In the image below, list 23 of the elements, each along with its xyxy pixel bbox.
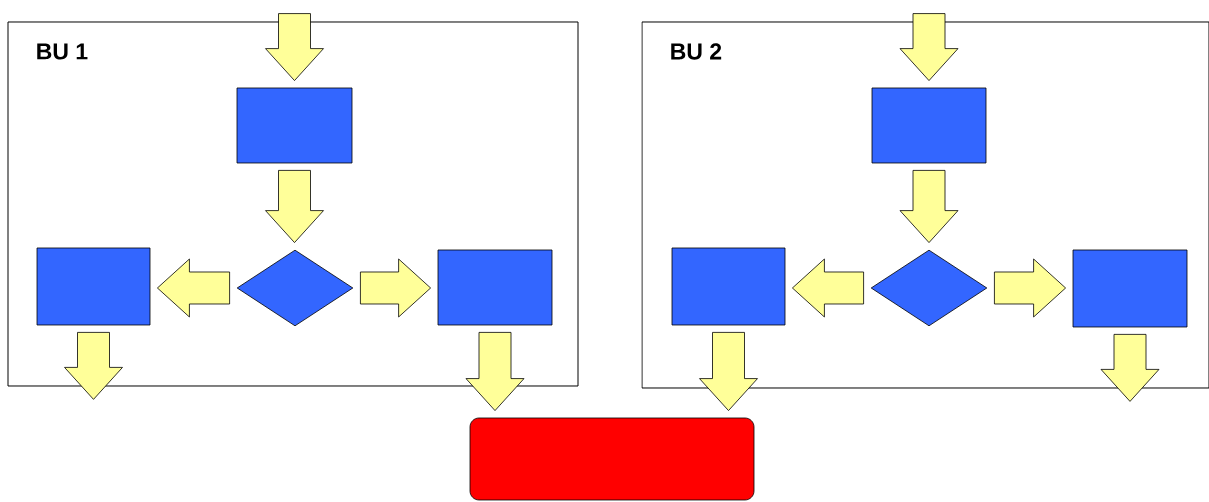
block-arrow: [899, 13, 959, 81]
block-arrow: [792, 258, 864, 318]
block-arrow: [465, 332, 525, 411]
group-heading: BU 1: [37, 43, 88, 60]
block-arrow: [360, 258, 431, 318]
process-box: [36, 247, 151, 326]
block-arrow: [899, 170, 959, 243]
block-arrow: [699, 332, 758, 411]
process-box: [469, 417, 755, 501]
group-heading: BU 2: [671, 43, 722, 60]
process-box: [437, 249, 553, 326]
block-arrow: [1100, 334, 1160, 402]
block-arrow: [64, 332, 123, 400]
block-arrow: [265, 13, 324, 81]
process-box: [1072, 249, 1188, 328]
block-arrow: [994, 258, 1066, 318]
decision-diamond: [870, 249, 988, 327]
process-box: [236, 87, 353, 164]
block-arrow: [265, 170, 324, 243]
process-box: [671, 247, 786, 326]
block-arrow: [157, 258, 230, 318]
process-box: [871, 87, 987, 164]
decision-diamond: [236, 249, 354, 327]
